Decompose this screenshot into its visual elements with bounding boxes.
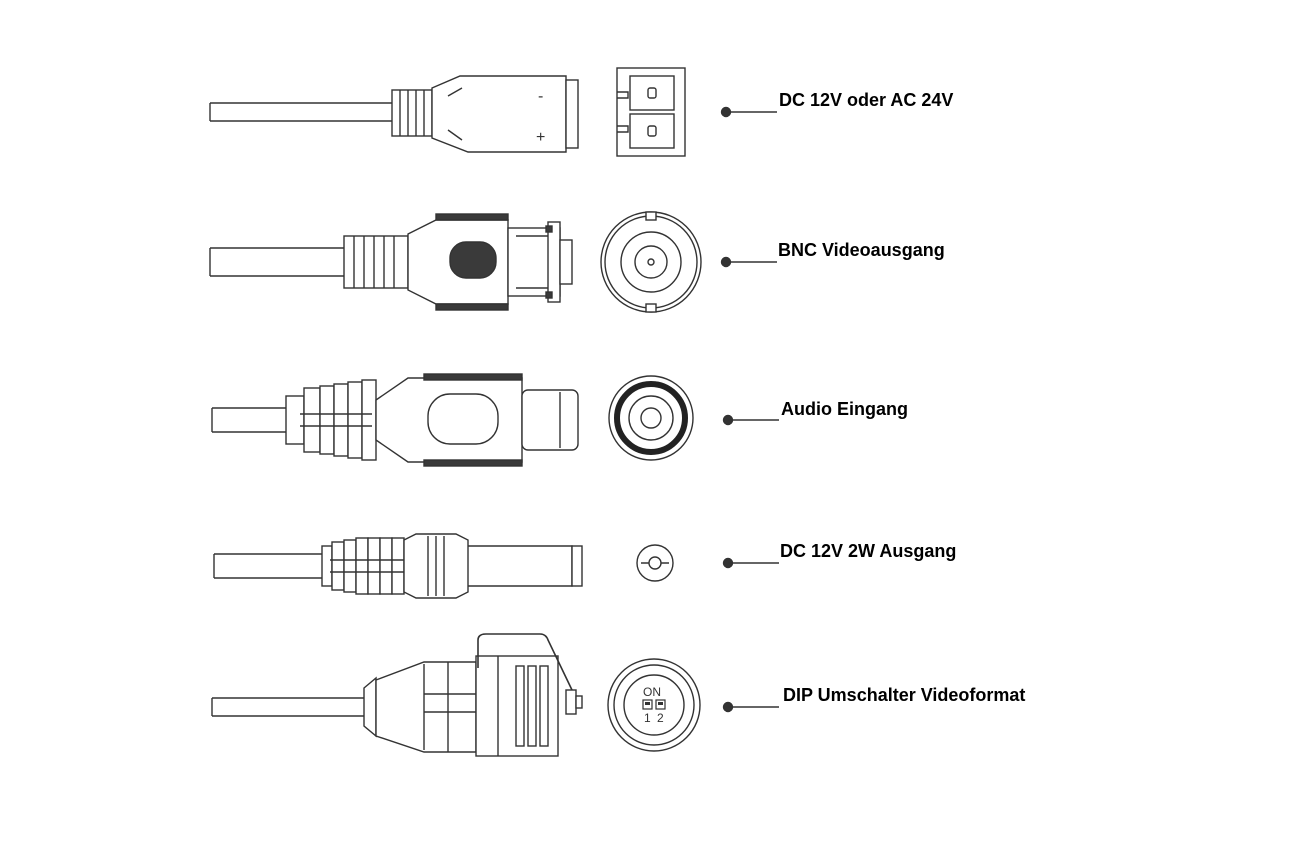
power-cable-illustration: - + [209,75,579,153]
dip-switch-icon: ON 1 2 [607,658,701,752]
power-label: DC 12V oder AC 24V [779,90,954,110]
dip-label: DIP Umschalter Videoformat [783,685,1026,705]
dip-one-text: 1 [644,711,651,725]
plus-sign: + [536,129,545,146]
power-terminal-block-icon [616,67,686,157]
dc-out-cable-illustration [213,533,583,599]
bnc-label: BNC Videoausgang [778,240,945,260]
minus-sign: - [538,88,543,105]
dip-leader-line [722,701,779,713]
dip-on-text: ON [643,685,661,699]
bnc-leader-line [720,256,777,268]
dip-cable-illustration [211,633,583,757]
power-leader-line [720,106,777,118]
dc-out-label: DC 12V 2W Ausgang [780,541,957,561]
audio-label: Audio Eingang [781,399,908,419]
dc-out-socket-icon [636,544,674,582]
bnc-cable-illustration [209,213,573,311]
dc-out-leader-line [722,557,779,569]
bnc-socket-icon [600,211,702,313]
audio-leader-line [722,414,779,426]
audio-cable-illustration [211,373,579,467]
audio-socket-icon [608,375,694,461]
dip-two-text: 2 [657,711,664,725]
